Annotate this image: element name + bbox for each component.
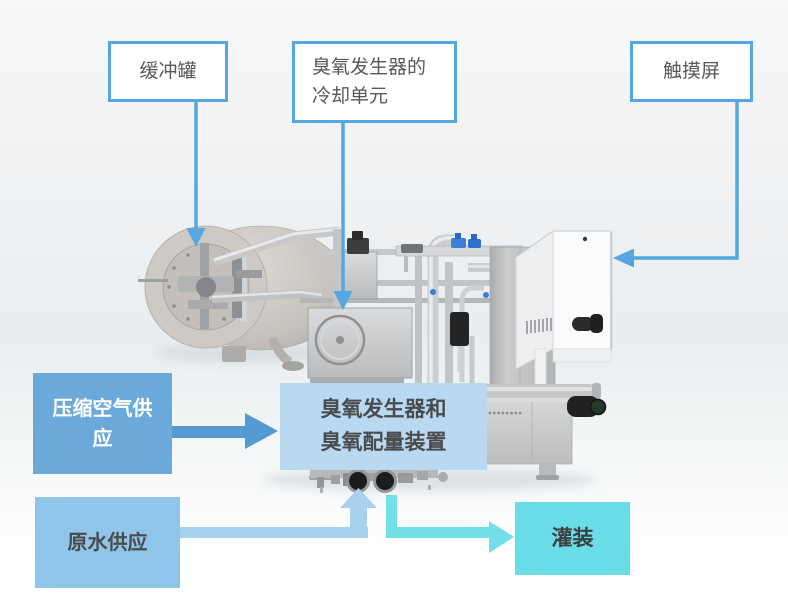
callout-touch-screen-label: 触摸屏 [662, 60, 720, 82]
arrow-down-to-buffer-tank-icon [186, 100, 206, 247]
ozone-generator-line2: 臭氧配量装置 [320, 430, 447, 454]
buffer-tank-graphic [138, 225, 349, 371]
arrow-down-to-cooling-unit-icon [333, 120, 353, 310]
callout-cooling-unit-line2: 冷却单元 [312, 86, 389, 107]
flow-box-raw-water-supply: 原水供应 [35, 497, 180, 588]
arrow-left-to-touch-screen-icon [613, 100, 739, 268]
callout-cooling-unit-label: 臭氧发生器的 冷却单元 [312, 53, 426, 112]
arrow-up-raw-water-icon [179, 488, 377, 538]
raw-water-label: 原水供应 [67, 531, 148, 554]
flow-box-filling: 灌装 [515, 502, 630, 575]
filling-label: 灌装 [551, 526, 594, 550]
callout-cooling-unit-line1: 臭氧发生器的 [312, 56, 427, 78]
compressed-air-line2: 应 [92, 427, 113, 450]
pipe-frame-graphic [300, 229, 523, 402]
callout-buffer-tank-label: 缓冲罐 [139, 60, 197, 82]
arrow-right-compressed-air-icon [170, 413, 278, 449]
callout-touch-screen: 触摸屏 [630, 41, 753, 102]
control-cabinet-graphic [515, 230, 613, 394]
arrow-right-to-filling-icon [386, 495, 514, 553]
callout-buffer-tank: 缓冲罐 [108, 41, 228, 102]
callout-cooling-unit: 臭氧发生器的 冷却单元 [292, 41, 457, 123]
flow-box-ozone-generator-dosing: 臭氧发生器和 臭氧配量装置 [280, 383, 487, 470]
flow-box-compressed-air-supply: 压缩空气供 应 [33, 373, 172, 474]
compressed-air-line1: 压缩空气供 [52, 397, 153, 420]
ozone-generator-line1: 臭氧发生器和 [320, 397, 447, 421]
